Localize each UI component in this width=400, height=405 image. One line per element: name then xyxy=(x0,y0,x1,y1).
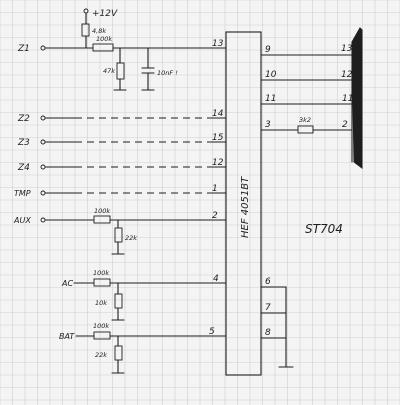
ic-pin-label: 14 xyxy=(212,109,224,119)
z4-circuit: Z4 12 xyxy=(17,158,227,173)
ic-pin-label: 5 xyxy=(209,327,215,337)
display-name: ST704 xyxy=(305,222,343,236)
display-pin-label: 2 xyxy=(342,120,348,130)
ic-hef4051bt: HEF 4051BT xyxy=(225,31,262,376)
ic-pin-label: 15 xyxy=(212,133,224,143)
ic-name: HEF 4051BT xyxy=(240,176,251,238)
ic-pin-label: 4 xyxy=(213,274,219,284)
ac-circuit: AC 100k 10k 4 xyxy=(61,269,227,321)
z2-label: Z2 xyxy=(17,114,30,124)
z4-label: Z4 xyxy=(17,163,30,173)
bat-series-value: 100k xyxy=(93,322,109,330)
z3-circuit: Z3 15 xyxy=(17,133,227,148)
ac-series-value: 100k xyxy=(93,269,109,277)
ic-pin-label: 10 xyxy=(265,70,277,80)
tmp-circuit: TMP 1 xyxy=(14,184,227,198)
aux-label: AUX xyxy=(13,216,31,225)
supply-12v: +12V 4,8k xyxy=(81,8,118,49)
ic-pin-label: 2 xyxy=(212,211,218,221)
z1-terminal xyxy=(40,45,46,51)
ic-pin-label: 6 xyxy=(265,277,271,287)
tmp-label: TMP xyxy=(14,189,31,198)
ic-pin-label: 3 xyxy=(265,120,271,130)
display-series-value: 3k2 xyxy=(299,116,311,124)
z1-cap-value: 10nF ! xyxy=(157,69,178,77)
ic-pin-label: 12 xyxy=(212,158,224,168)
bat-shunt-value: 22k xyxy=(95,351,107,359)
z1-circuit: Z1 100k 47k 10nF ! 13 xyxy=(17,35,227,91)
z1-shunt-value: 47k xyxy=(103,67,115,75)
bat-circuit: BAT 100k 22k 5 xyxy=(59,322,227,374)
pullup-value: 4,8k xyxy=(92,27,106,35)
ic-pin-label: 11 xyxy=(265,94,276,104)
ic-pin-label: 1 xyxy=(212,184,218,194)
z1-series-value: 100k xyxy=(96,35,112,43)
aux-circuit: AUX 100k 22k 2 xyxy=(13,207,227,255)
aux-series-value: 100k xyxy=(94,207,110,215)
ac-shunt-value: 10k xyxy=(95,299,107,307)
bat-label: BAT xyxy=(59,332,75,341)
output-wiring: 9 10 11 3k2 3 13 12 11 2 xyxy=(260,44,353,134)
z3-label: Z3 xyxy=(17,138,30,148)
supply-label: +12V xyxy=(92,9,118,19)
ground-pins: 6 7 8 xyxy=(260,277,294,368)
ac-label: AC xyxy=(61,279,73,288)
ic-pin-label: 13 xyxy=(212,39,224,49)
aux-shunt-value: 22k xyxy=(125,234,137,242)
ic-pin-label: 9 xyxy=(265,45,271,55)
z1-label: Z1 xyxy=(17,44,30,54)
ic-pin-label: 7 xyxy=(265,303,271,313)
display-st704: ST704 xyxy=(305,27,363,236)
display-pin-label: 11 xyxy=(342,94,353,104)
z2-circuit: Z2 14 xyxy=(17,109,227,124)
display-pin-label: 12 xyxy=(341,70,353,80)
ic-pin-label: 8 xyxy=(265,328,271,338)
display-pin-label: 13 xyxy=(341,44,353,54)
